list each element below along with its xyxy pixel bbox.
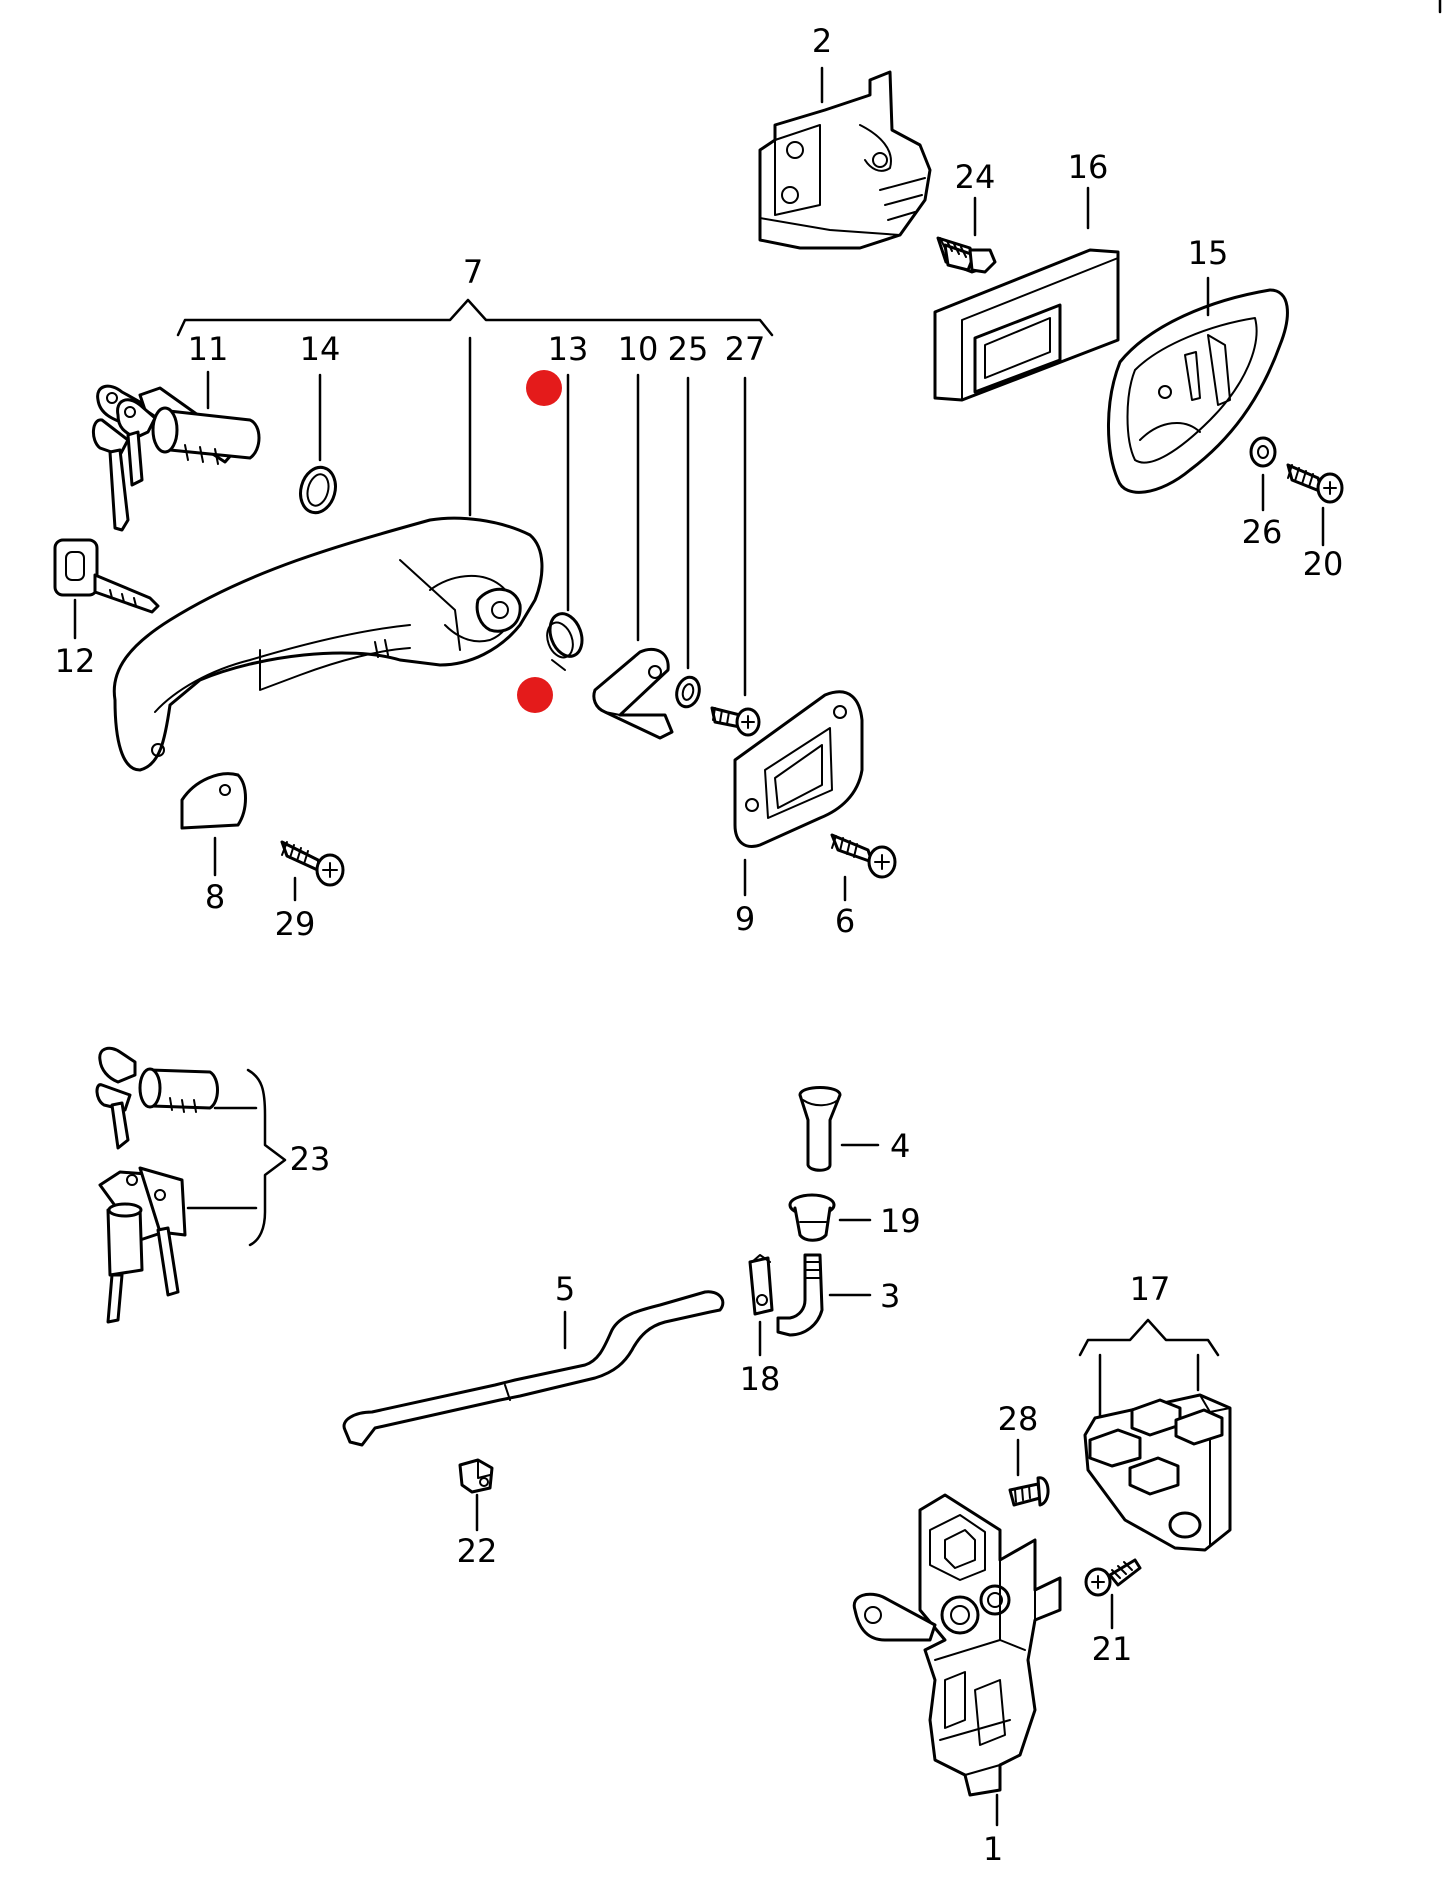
callout-17: 17 [1130,1270,1171,1308]
part-18-clip[interactable] [748,1254,774,1316]
callout-13: 13 [548,330,589,368]
part-11-lock-cylinder[interactable] [92,384,261,532]
callout-3: 3 [880,1277,900,1315]
callout-9: 9 [735,900,755,938]
callout-27: 27 [725,330,766,368]
callout-19: 19 [880,1202,921,1240]
callout-8: 8 [205,878,225,916]
part-27-screw[interactable] [710,706,761,737]
marker-red-top [526,370,562,406]
callout-21: 21 [1092,1630,1133,1668]
part-7-exterior-handle[interactable] [112,516,544,772]
part-19-grommet[interactable] [788,1193,836,1242]
part-6-screw[interactable] [830,833,897,879]
callout-5: 5 [555,1270,575,1308]
callout-24: 24 [955,158,996,196]
callout-20: 20 [1303,545,1344,583]
callout-6: 6 [835,902,855,940]
callout-18: 18 [740,1360,781,1398]
callout-22: 22 [457,1532,498,1570]
callout-10: 10 [618,330,659,368]
part-25-washer[interactable] [673,675,702,710]
callout-26: 26 [1242,513,1283,551]
callout-29: 29 [275,905,316,943]
part-16-frame[interactable] [933,248,1120,402]
callout-23: 23 [290,1140,331,1178]
callout-1: 1 [983,1830,1003,1868]
callout-14: 14 [300,330,341,368]
part-20-screw[interactable] [1286,463,1344,504]
callout-4: 4 [890,1127,910,1165]
part-9-gasket[interactable] [733,690,864,848]
part-13-spring[interactable] [543,609,588,671]
part-2-bracket[interactable] [758,70,932,250]
callout-25: 25 [668,330,709,368]
callout-11: 11 [188,330,229,368]
part-3-rod-elbow[interactable] [776,1253,824,1337]
part-24-bolt[interactable] [936,236,997,274]
part-28-screw[interactable] [1008,1476,1050,1507]
part-12-key[interactable] [53,538,160,614]
part-14-o-ring[interactable] [296,463,341,516]
part-15-inner-handle[interactable] [1107,288,1289,494]
callout-7: 7 [463,253,483,291]
part-10-lever[interactable] [592,647,674,740]
callout-28: 28 [998,1400,1039,1438]
part-8-cap[interactable] [180,772,247,830]
callout-15: 15 [1188,234,1229,272]
part-4-knob[interactable] [798,1086,842,1172]
callout-16: 16 [1068,148,1109,186]
callout-12: 12 [55,642,96,680]
part-21-screw[interactable] [1084,1558,1142,1597]
part-22-clip[interactable] [458,1458,494,1494]
part-29-screw[interactable] [280,840,345,887]
callout-2: 2 [812,22,832,60]
part-23-lock-set[interactable] [95,1046,219,1324]
marker-red-bottom [517,677,553,713]
part-26-washer[interactable] [1249,436,1277,468]
part-5-rod[interactable] [342,1290,725,1447]
part-17-housing[interactable] [1083,1393,1232,1552]
part-1-lock-mechanism[interactable] [852,1493,1062,1797]
